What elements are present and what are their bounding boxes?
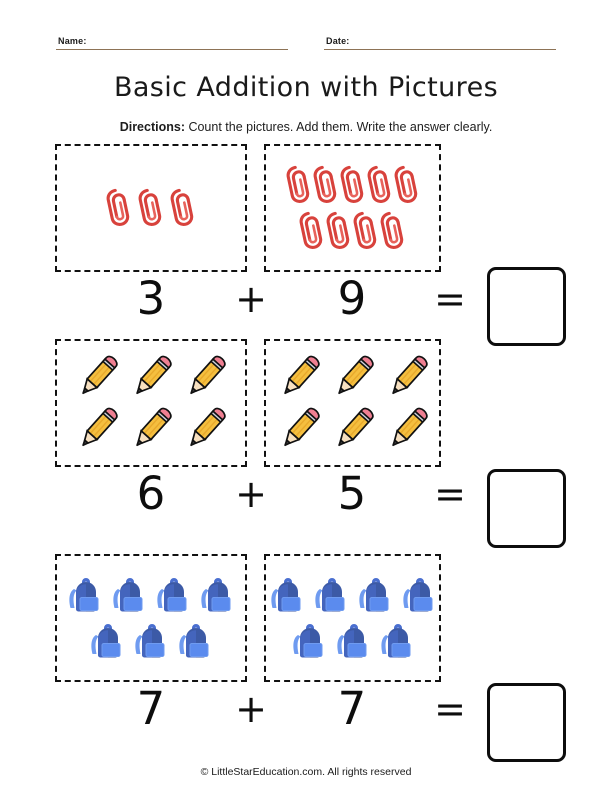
plus-operator-2: + <box>235 472 267 516</box>
page-title: Basic Addition with Pictures <box>113 72 499 103</box>
pencil-icon <box>283 355 320 395</box>
picture-row <box>273 404 433 454</box>
pencil-icon <box>190 355 226 395</box>
paperclip-icon <box>394 165 417 203</box>
answer-box-3[interactable] <box>487 683 566 762</box>
backpack-icon <box>91 624 121 658</box>
operand-1-3: 7 <box>136 682 166 735</box>
pencil-icon <box>82 355 118 395</box>
problem-1: 3 + 9 = <box>0 144 612 334</box>
name-label: Name: <box>58 36 87 46</box>
paperclip-icon <box>367 165 390 203</box>
paperclip-icon <box>326 211 350 249</box>
answer-box-1[interactable] <box>487 267 566 346</box>
paperclip-icon <box>170 188 194 226</box>
pencil-icon <box>337 407 374 447</box>
picture-set <box>57 341 245 465</box>
backpack-icon <box>179 624 209 658</box>
pencil-icon <box>337 355 374 395</box>
backpack-icon <box>380 624 410 658</box>
backpack-icon <box>135 624 165 658</box>
plus-operator-1: + <box>235 277 267 321</box>
equation-3: 7 + 7 = <box>0 680 612 744</box>
operand-2-3: 7 <box>337 682 367 735</box>
answer-box-2[interactable] <box>487 469 566 548</box>
picture-row <box>87 619 215 663</box>
picture-set <box>266 556 439 680</box>
picture-row <box>71 352 231 402</box>
pencil-icon <box>391 355 428 395</box>
operand-2-1: 9 <box>337 272 367 325</box>
name-write-line[interactable] <box>56 49 288 50</box>
equals-sign-2: = <box>434 472 466 516</box>
directions-text: Count the pictures. Add them. Write the … <box>184 120 493 134</box>
picture-group-left-1 <box>55 144 247 272</box>
directions: Directions: Count the pictures. Add them… <box>0 120 612 134</box>
picture-row <box>286 163 420 207</box>
pencil-icon <box>136 355 172 395</box>
picture-row <box>273 352 433 402</box>
backpack-icon <box>358 578 388 612</box>
picture-group-right-2 <box>264 339 441 467</box>
plus-operator-3: + <box>235 687 267 731</box>
picture-row <box>267 573 439 617</box>
directions-lead: Directions: <box>119 120 185 134</box>
backpack-icon <box>336 624 366 658</box>
date-write-line[interactable] <box>324 49 556 50</box>
paperclip-icon <box>313 165 336 203</box>
picture-group-left-2 <box>55 339 247 467</box>
equation-2: 6 + 5 = <box>0 465 612 529</box>
paperclip-icon <box>340 165 363 203</box>
header-fields: Name: Date: <box>56 36 556 50</box>
picture-set <box>57 146 245 270</box>
problem-2: 6 + 5 = <box>0 339 612 529</box>
pencil-icon <box>82 407 118 447</box>
paperclip-icon <box>286 165 309 203</box>
backpack-icon <box>201 578 231 612</box>
picture-row <box>299 209 406 253</box>
picture-row <box>65 573 237 617</box>
equals-sign-3: = <box>434 687 466 731</box>
equals-sign-1: = <box>434 277 466 321</box>
picture-row <box>289 619 417 663</box>
backpack-icon <box>157 578 187 612</box>
picture-group-right-1 <box>264 144 441 272</box>
pencil-icon <box>391 407 428 447</box>
operand-2-2: 5 <box>337 467 367 520</box>
backpack-icon <box>292 624 322 658</box>
pencil-icon <box>136 407 172 447</box>
backpack-icon <box>113 578 143 612</box>
paperclip-icon <box>138 188 162 226</box>
equation-1: 3 + 9 = <box>0 270 612 334</box>
backpack-icon <box>270 578 300 612</box>
picture-set <box>57 556 245 680</box>
paperclip-icon <box>299 211 323 249</box>
picture-set <box>266 146 439 270</box>
picture-row <box>106 186 196 230</box>
paperclip-icon <box>353 211 377 249</box>
date-field[interactable]: Date: <box>324 36 556 50</box>
footer-copyright: © LittleStarEducation.com. All rights re… <box>200 766 412 778</box>
backpack-icon <box>314 578 344 612</box>
picture-group-left-3 <box>55 554 247 682</box>
picture-group-right-3 <box>264 554 441 682</box>
backpack-icon <box>402 578 432 612</box>
backpack-icon <box>69 578 99 612</box>
picture-set <box>266 341 439 465</box>
picture-row <box>71 404 231 454</box>
pencil-icon <box>283 407 320 447</box>
problem-3: 7 + 7 = <box>0 554 612 744</box>
date-label: Date: <box>326 36 350 46</box>
operand-1-1: 3 <box>136 272 166 325</box>
pencil-icon <box>190 407 226 447</box>
operand-1-2: 6 <box>136 467 166 520</box>
name-field[interactable]: Name: <box>56 36 288 50</box>
paperclip-icon <box>106 188 130 226</box>
paperclip-icon <box>380 211 404 249</box>
